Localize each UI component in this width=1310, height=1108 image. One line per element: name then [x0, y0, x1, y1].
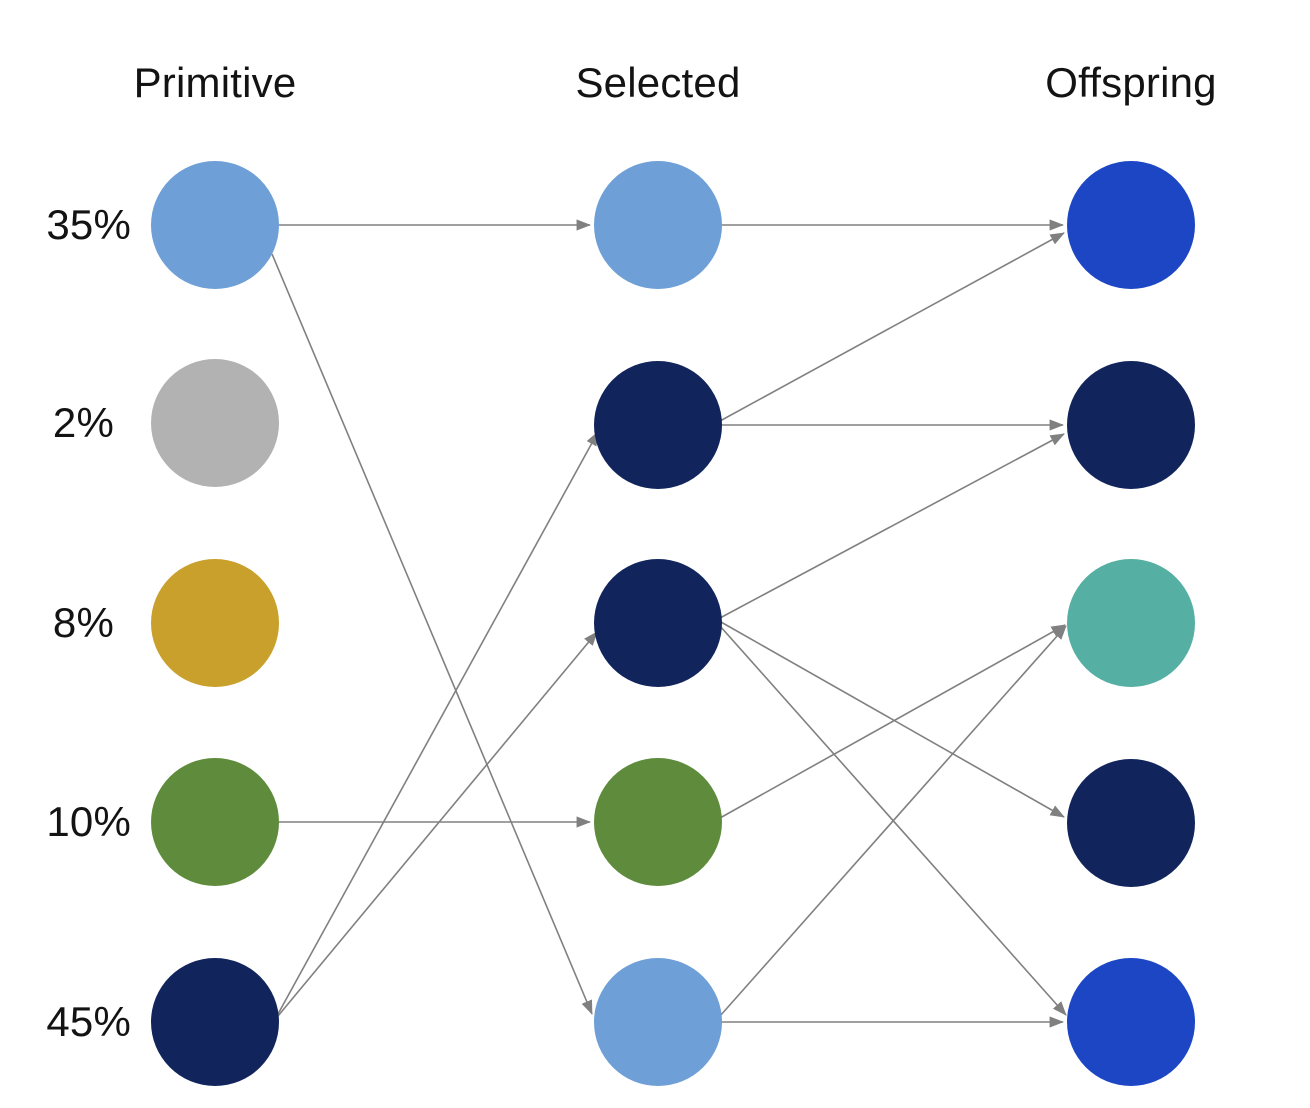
edge-selected2-offspring1: [719, 232, 1065, 422]
selected-node-2[interactable]: [594, 361, 722, 489]
column-header-primitive: Primitive: [133, 59, 297, 106]
edge-primitive5-selected2: [277, 431, 599, 1015]
offspring-node-2[interactable]: [1067, 361, 1195, 489]
primitive-node-4[interactable]: [151, 758, 279, 886]
selected-node-5[interactable]: [594, 958, 722, 1086]
edge-primitive5-selected3: [277, 631, 598, 1017]
edge-selected4-offspring3: [719, 624, 1066, 819]
column-header-selected: Selected: [575, 59, 741, 106]
percent-label-5: 45%: [46, 998, 131, 1045]
offspring-node-5[interactable]: [1067, 958, 1195, 1086]
percent-label-2: 2%: [52, 399, 114, 446]
primitive-node-1[interactable]: [151, 161, 279, 289]
edge-selected3-offspring5: [719, 625, 1067, 1016]
edge-selected3-offspring2: [719, 433, 1065, 619]
selected-node-3[interactable]: [594, 559, 722, 687]
offspring-node-3[interactable]: [1067, 559, 1195, 687]
percent-label-3: 8%: [52, 599, 114, 646]
primitive-node-3[interactable]: [151, 559, 279, 687]
primitive-node-5[interactable]: [151, 958, 279, 1086]
selected-node-1[interactable]: [594, 161, 722, 289]
percent-label-1: 35%: [46, 201, 131, 248]
percent-label-4: 10%: [46, 798, 131, 845]
selected-node-4[interactable]: [594, 758, 722, 886]
primitive-node-2[interactable]: [151, 359, 279, 487]
edge-selected3-offspring4: [720, 621, 1065, 818]
offspring-node-4[interactable]: [1067, 759, 1195, 887]
column-header-offspring: Offspring: [1045, 59, 1217, 106]
offspring-node-1[interactable]: [1067, 161, 1195, 289]
edge-primitive1-selected5: [271, 253, 593, 1015]
edge-selected5-offspring3: [719, 625, 1067, 1017]
